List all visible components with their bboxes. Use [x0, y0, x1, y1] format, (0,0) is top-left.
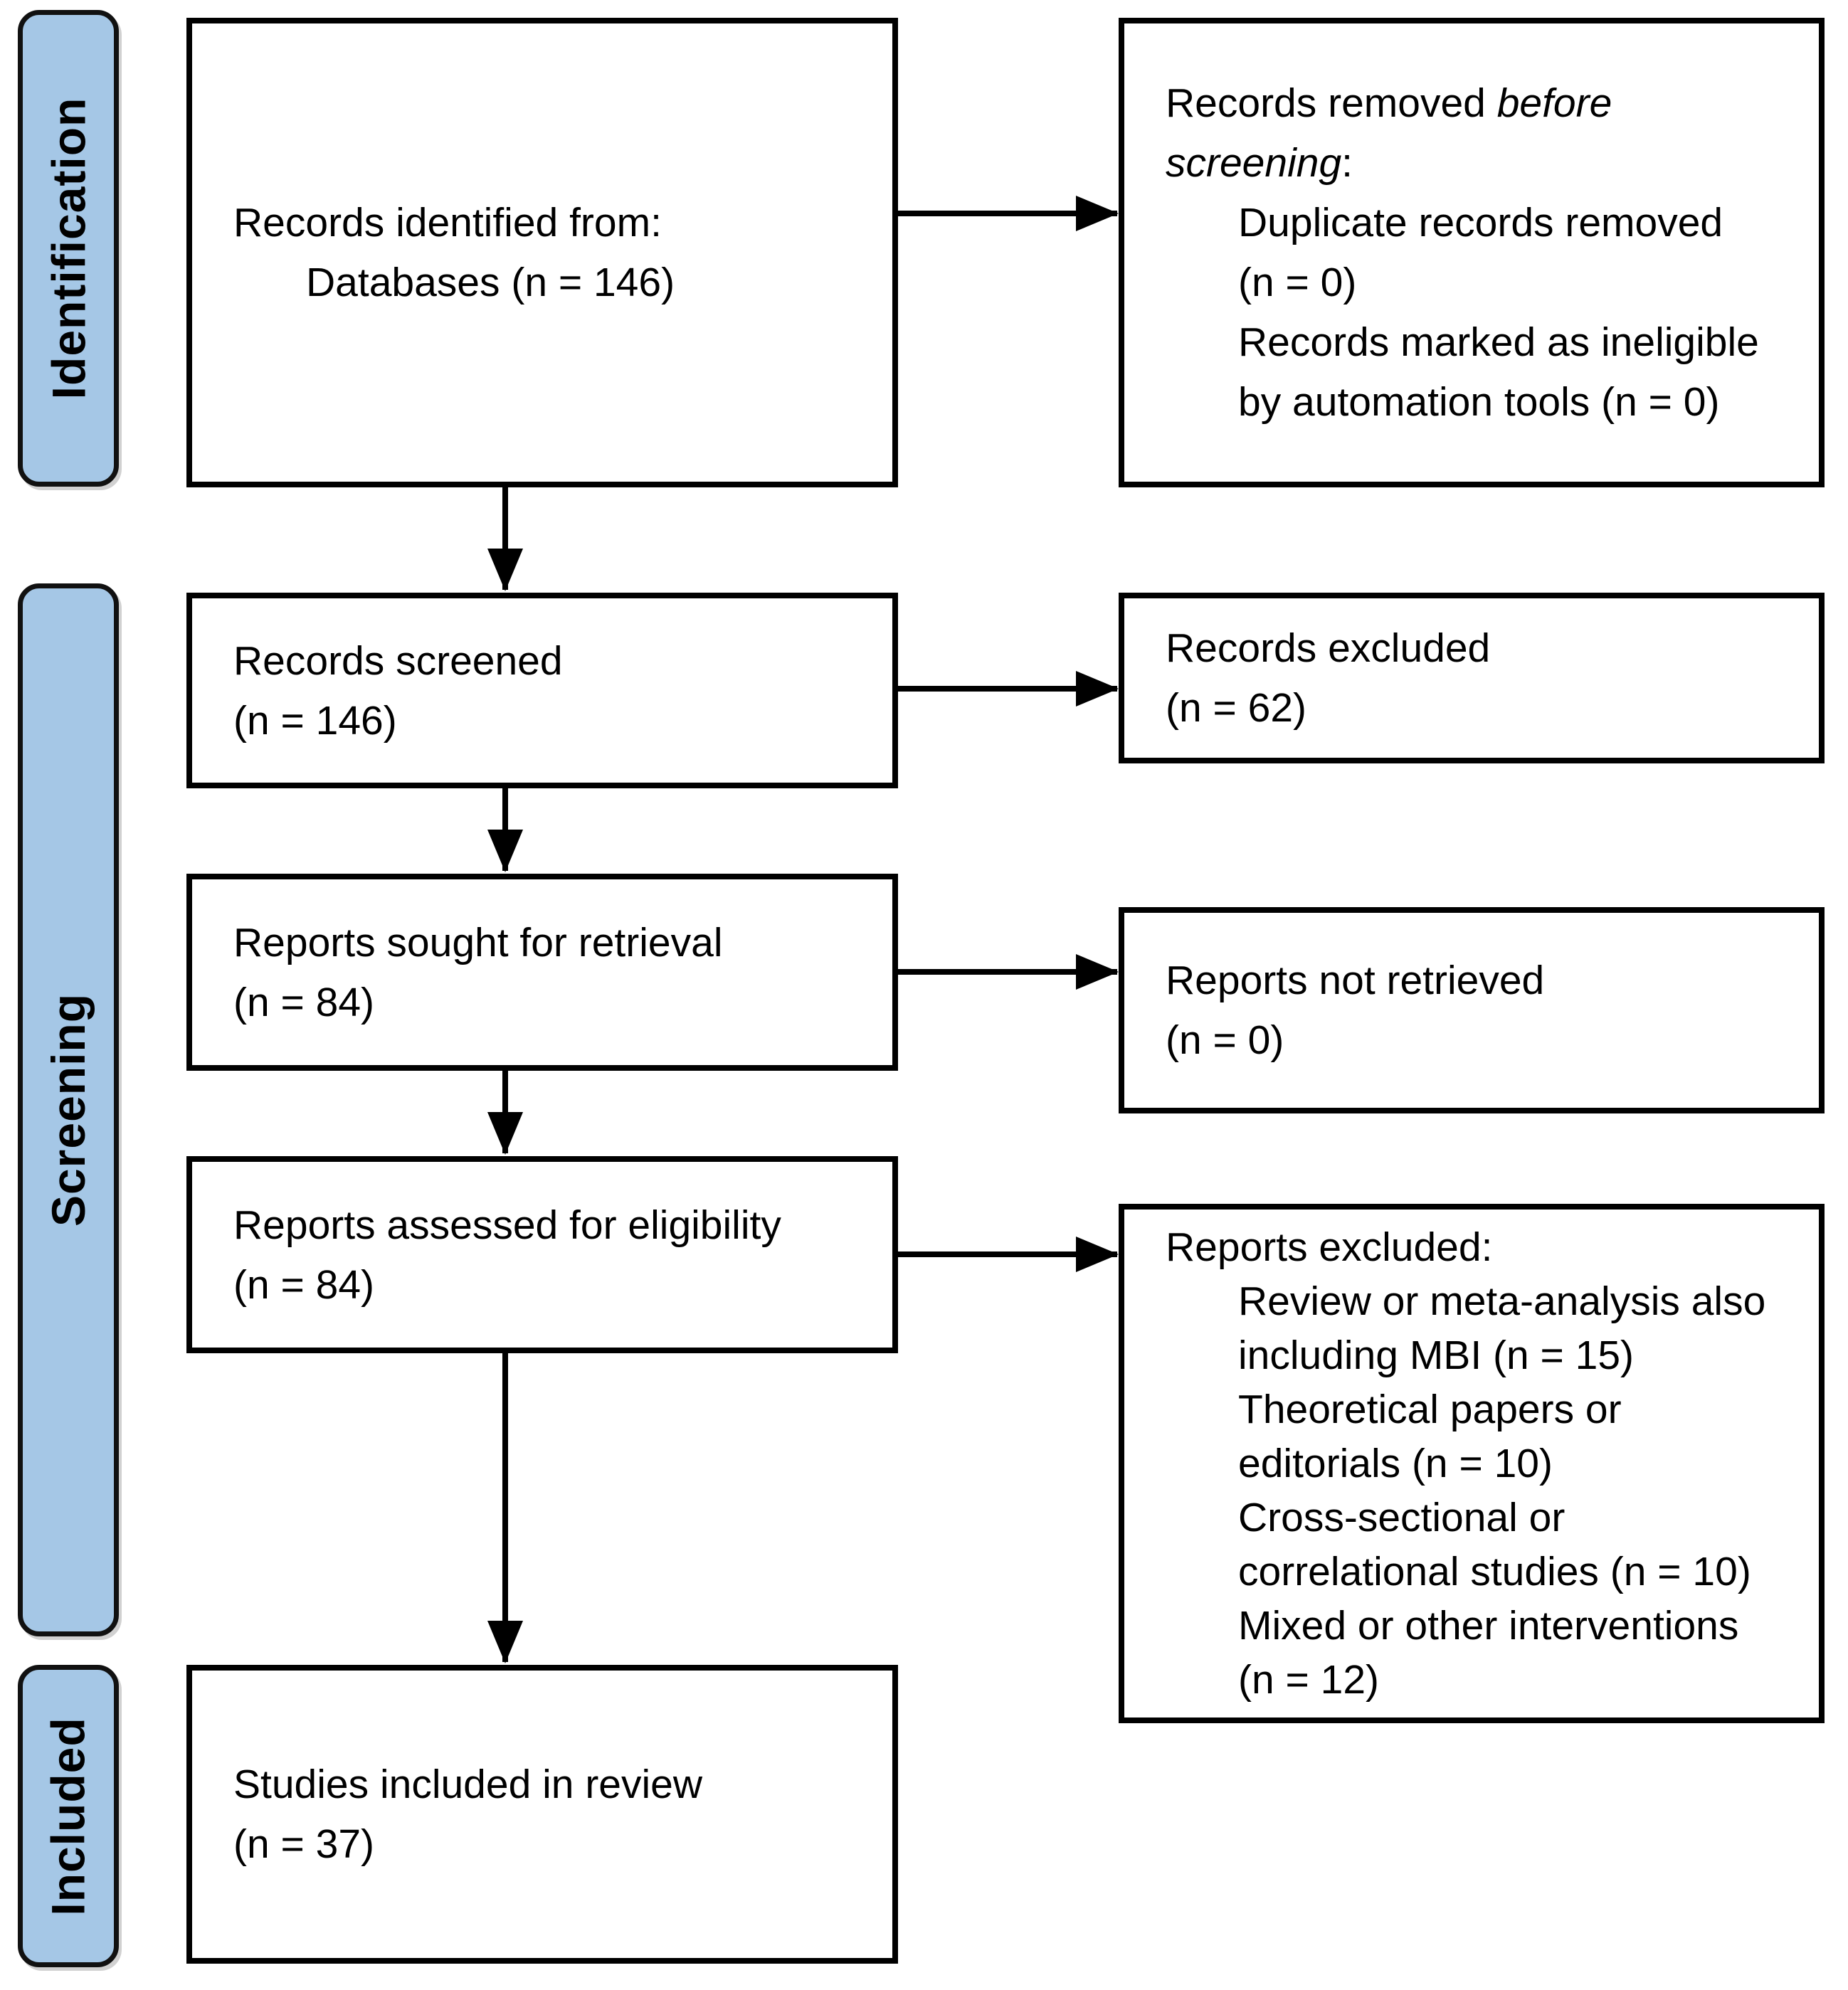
reports-excluded-item1-line2: including MBI (n = 15) [1238, 1333, 1635, 1378]
reports-excluded-title: Reports excluded: [1166, 1224, 1493, 1270]
records-identified-line1: Records identified from: [233, 200, 662, 245]
records-screened-line1: Records screened [233, 637, 563, 684]
records-removed-item2-line1: Records marked as ineligible [1238, 319, 1759, 365]
box-records-removed: Records removed before screening: Duplic… [1119, 18, 1825, 487]
reports-assessed-line2: (n = 84) [233, 1261, 375, 1308]
records-removed-item2-line2: by automation tools (n = 0) [1238, 379, 1720, 425]
reports-assessed-line1: Reports assessed for eligibility [233, 1202, 781, 1248]
reports-excluded-item2-line1: Theoretical papers or [1238, 1387, 1622, 1432]
stage-bar-identification: Identification [18, 10, 119, 487]
box-reports-excluded: Reports excluded: Review or meta-analysi… [1119, 1204, 1825, 1723]
reports-excluded-item4-line2: (n = 12) [1238, 1657, 1380, 1703]
stage-bar-included: Included [18, 1665, 119, 1967]
records-removed-item1-line1: Duplicate records removed [1238, 200, 1723, 245]
records-excluded-line2: (n = 62) [1166, 685, 1307, 731]
box-reports-assessed: Reports assessed for eligibility (n = 84… [186, 1156, 898, 1353]
records-screened-line2: (n = 146) [233, 697, 397, 743]
reports-excluded-item3-line1: Cross-sectional or [1238, 1495, 1565, 1540]
stage-label-screening: Screening [42, 993, 95, 1227]
box-reports-not-retrieved: Reports not retrieved (n = 0) [1119, 907, 1825, 1113]
reports-excluded-item2-line2: editorials (n = 10) [1238, 1441, 1553, 1486]
records-removed-item1-line2: (n = 0) [1238, 260, 1357, 305]
stage-bar-screening: Screening [18, 583, 119, 1636]
box-records-identified: Records identified from: Databases (n = … [186, 18, 898, 487]
box-records-excluded: Records excluded (n = 62) [1119, 593, 1825, 763]
records-identified-line2: Databases (n = 146) [306, 260, 675, 305]
reports-excluded-item4-line1: Mixed or other interventions [1238, 1603, 1739, 1648]
box-studies-included: Studies included in review (n = 37) [186, 1665, 898, 1964]
reports-excluded-item3-line2: correlational studies (n = 10) [1238, 1549, 1751, 1594]
records-excluded-line1: Records excluded [1166, 625, 1491, 671]
records-removed-line2: screening: [1166, 140, 1353, 186]
studies-included-line2: (n = 37) [233, 1821, 375, 1867]
stage-label-identification: Identification [42, 97, 95, 400]
reports-not-retrieved-line1: Reports not retrieved [1166, 958, 1545, 1003]
reports-sought-line2: (n = 84) [233, 979, 375, 1025]
studies-included-line1: Studies included in review [233, 1762, 703, 1807]
reports-excluded-item1-line1: Review or meta-analysis also [1238, 1279, 1766, 1324]
box-reports-sought: Reports sought for retrieval (n = 84) [186, 874, 898, 1071]
box-records-screened: Records screened (n = 146) [186, 593, 898, 788]
stage-label-included: Included [42, 1716, 95, 1916]
records-removed-line1: Records removed before [1166, 80, 1612, 126]
reports-not-retrieved-line2: (n = 0) [1166, 1017, 1284, 1063]
reports-sought-line1: Reports sought for retrieval [233, 919, 723, 965]
